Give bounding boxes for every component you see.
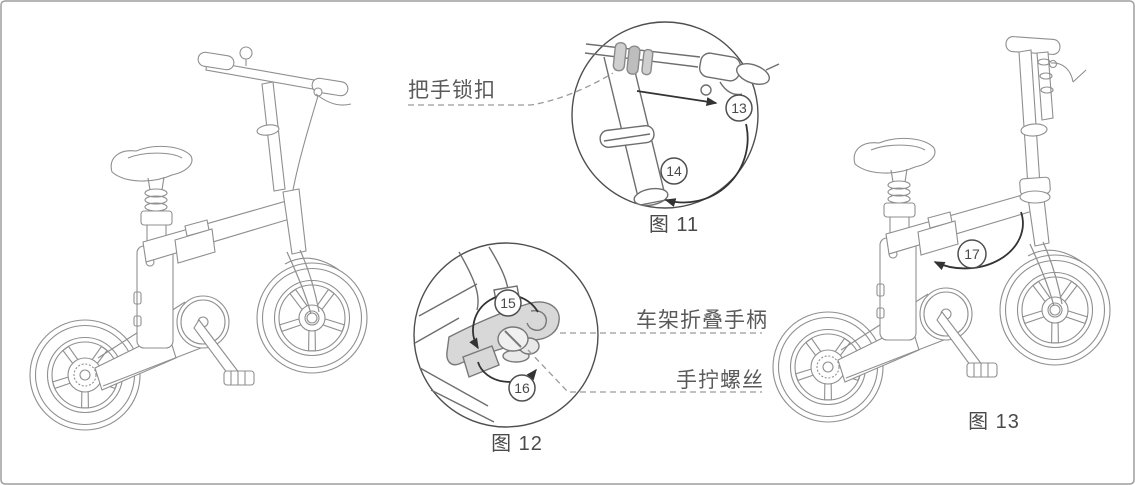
- bike-left-body: [30, 146, 367, 430]
- fig11-arrow-14: [664, 123, 749, 207]
- bike-left: [30, 46, 367, 430]
- fig12-arrow-15: [469, 294, 539, 350]
- fig11-caption: 图 11: [649, 214, 699, 236]
- step-marker-16: 16: [508, 374, 536, 402]
- bike-right: 17 图 13: [773, 36, 1110, 433]
- label-handlebar-lock-group: 把手锁扣: [408, 72, 614, 106]
- fig11-detail: 13 14 图 11: [571, 21, 780, 236]
- label-frame-folding-handle: 车架折叠手柄: [636, 309, 768, 332]
- step-13-number: 13: [731, 100, 747, 116]
- label-handlebar-lock: 把手锁扣: [408, 79, 496, 102]
- label-hand-screw-group: 手拧螺丝: [527, 349, 764, 393]
- fig12-detail: 15 16 图 12: [413, 242, 599, 455]
- fig13-arrow-17: [933, 211, 1024, 271]
- step-marker-13: 13: [725, 94, 753, 122]
- step-15-number: 15: [500, 295, 516, 311]
- step-17-number: 17: [964, 246, 980, 262]
- leader-handlebar-lock: [408, 72, 614, 106]
- step-14-number: 14: [666, 163, 682, 179]
- fig12-caption: 图 12: [491, 433, 543, 455]
- step-marker-14: 14: [660, 157, 688, 185]
- label-frame-folding-handle-group: 车架折叠手柄: [560, 309, 768, 334]
- bike-right-body: [773, 138, 1110, 422]
- step-16-number: 16: [514, 380, 530, 396]
- label-hand-screw: 手拧螺丝: [676, 369, 764, 392]
- fig11-arrow-13: [636, 90, 718, 107]
- step-marker-17: 17: [957, 239, 987, 269]
- fig11-art: [584, 42, 780, 207]
- fig12-arrow-16: [477, 361, 537, 383]
- bike-left-handlebar: [197, 46, 352, 192]
- step-marker-15: 15: [494, 289, 522, 317]
- fig13-caption: 图 13: [968, 411, 1020, 433]
- bike-right-folded-handlebar: [1005, 36, 1087, 204]
